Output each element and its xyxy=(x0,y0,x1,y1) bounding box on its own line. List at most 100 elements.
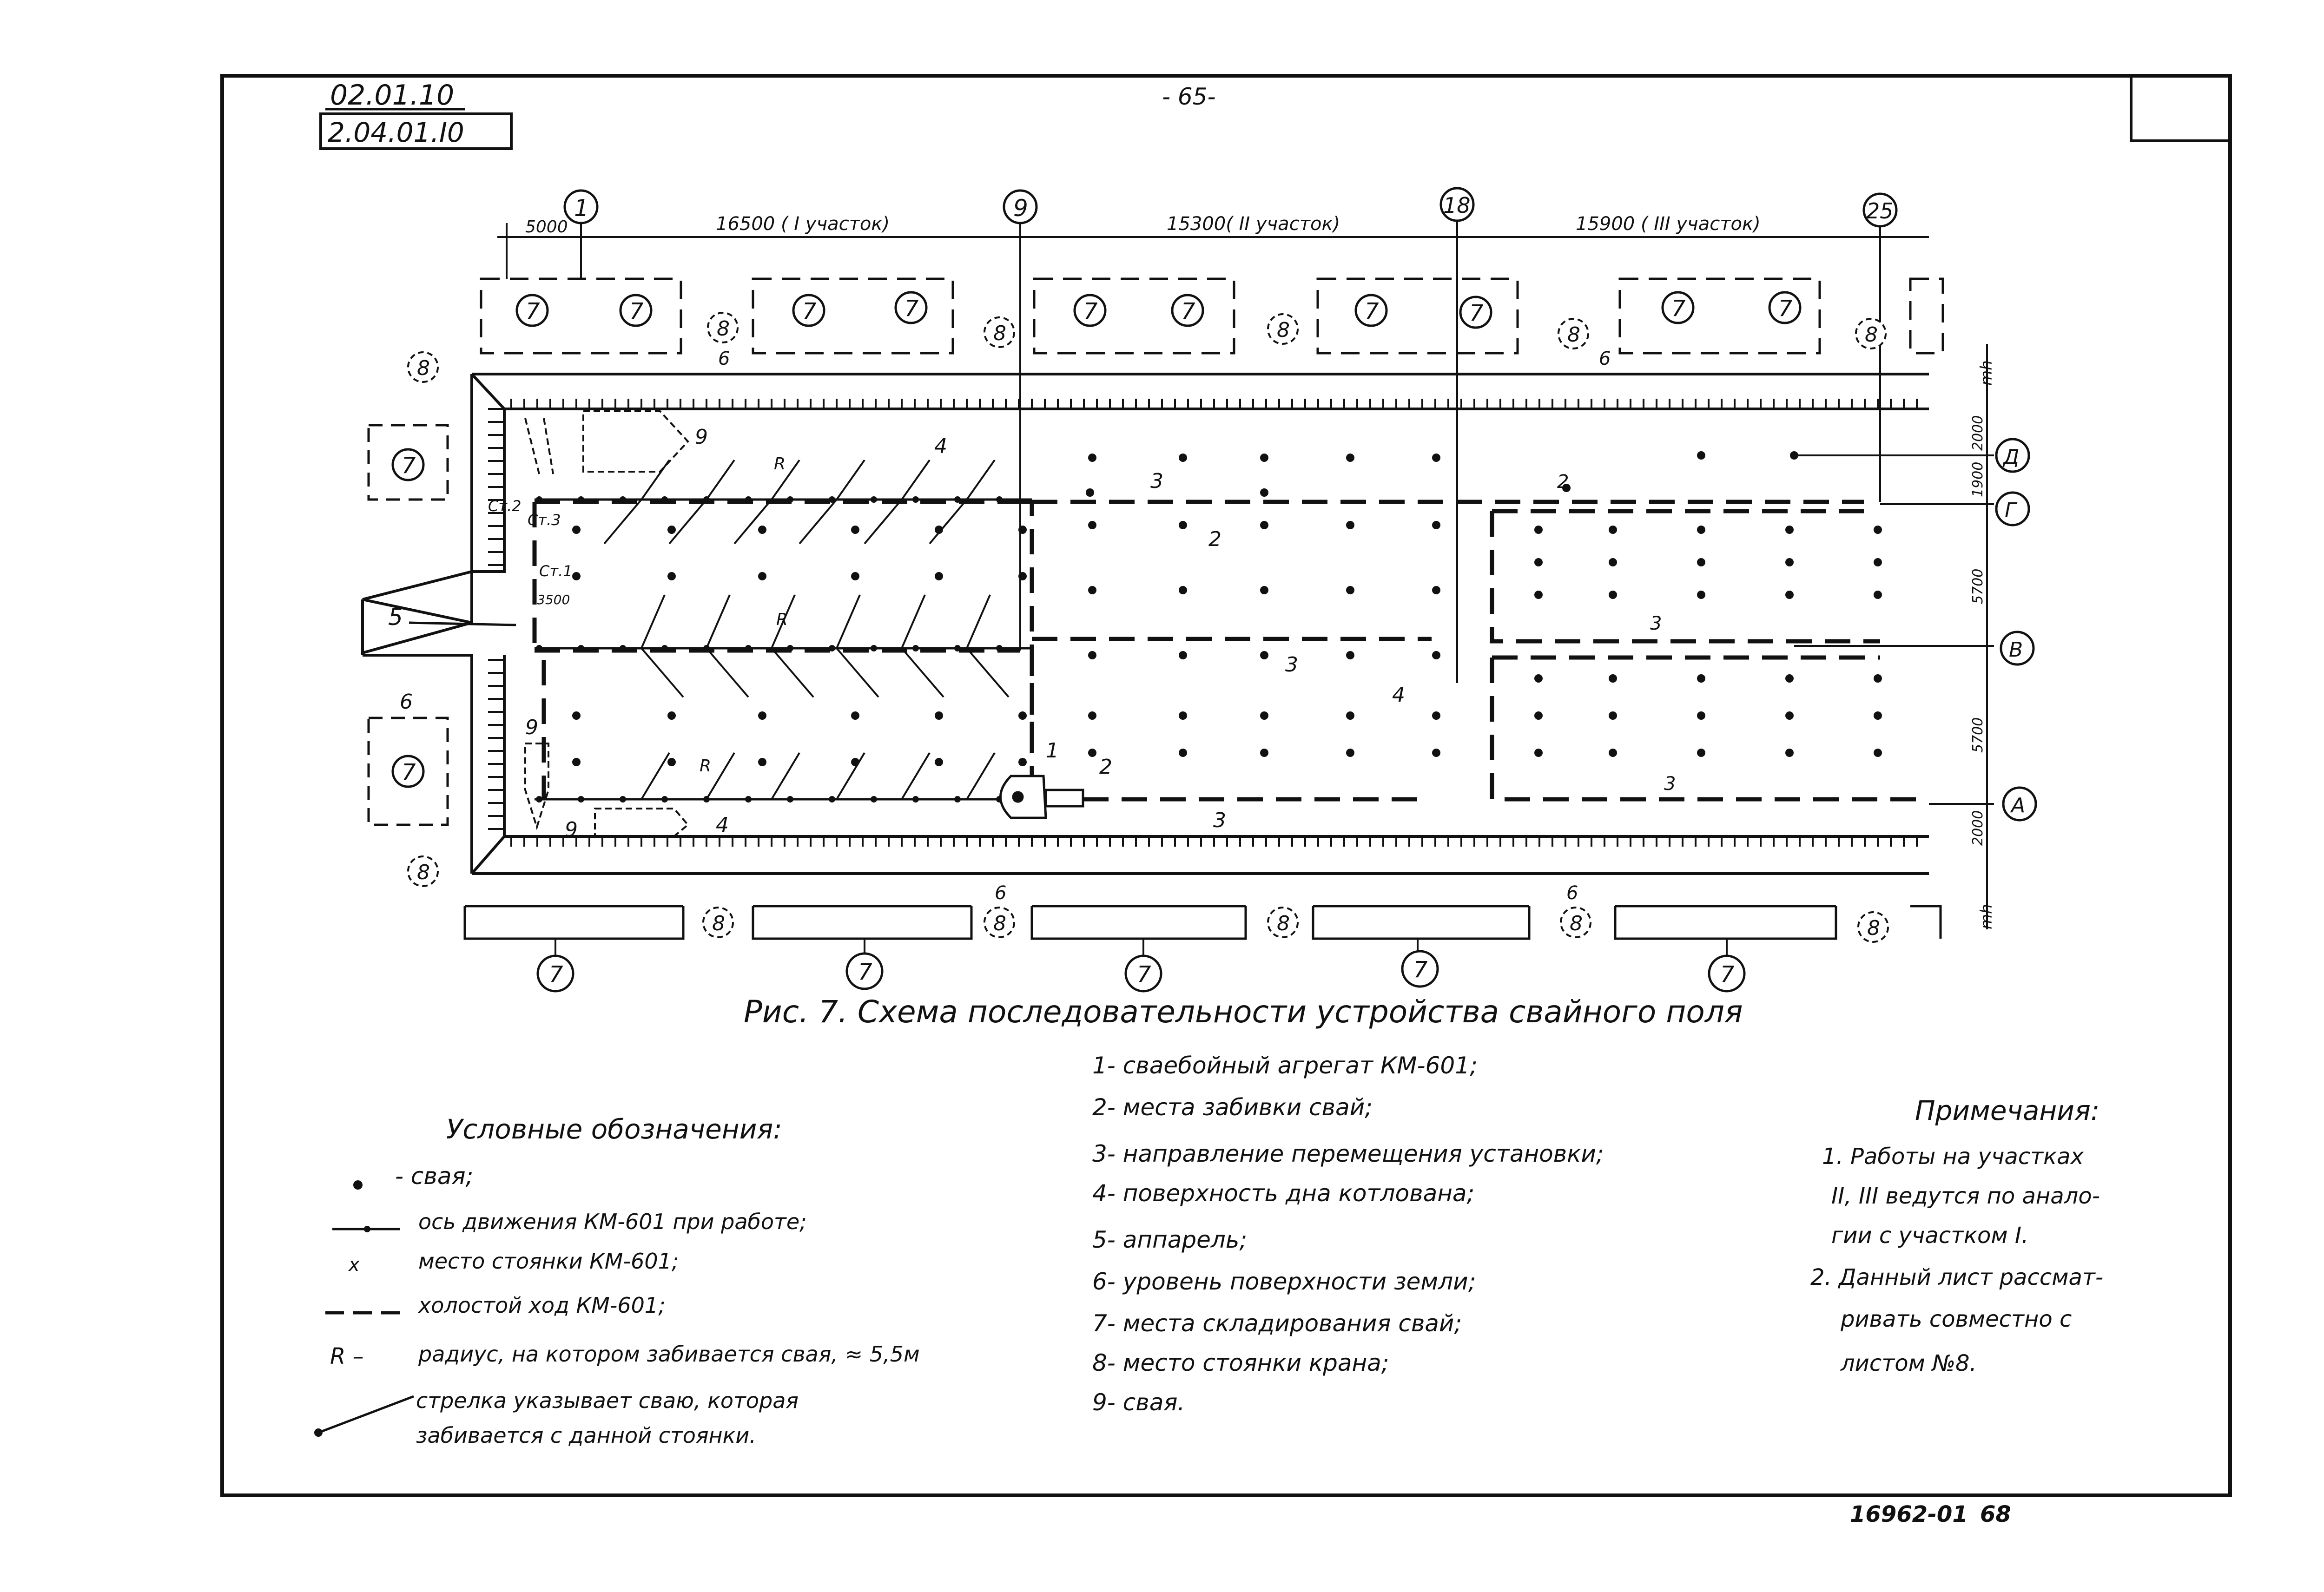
station-label-2: Ст.2 xyxy=(488,497,522,515)
sheet-frame xyxy=(220,74,2232,1497)
dim-section-3: 15900 ( III участок) xyxy=(1576,213,1761,235)
crane-markers-top: 8 8 8 8 8 8 8 xyxy=(407,312,1887,887)
stack-label: 7 xyxy=(905,296,919,322)
pile-dot xyxy=(620,645,626,651)
pile-arrow xyxy=(706,647,749,698)
pile-dot xyxy=(745,496,752,503)
pile-dot xyxy=(912,796,919,803)
pile-dot xyxy=(1874,674,1882,683)
pile-dot xyxy=(745,645,752,651)
radius-label-1: R xyxy=(774,454,786,474)
pile-dot xyxy=(1088,651,1096,659)
pile-dot xyxy=(1432,651,1440,659)
pile-dot xyxy=(851,526,859,534)
pile-dot xyxy=(1609,591,1617,599)
stack-label: 7 xyxy=(1365,298,1379,324)
stack-label: 7 xyxy=(526,298,540,324)
pile-dot xyxy=(1179,711,1187,720)
axis-label-v: В xyxy=(2009,638,2023,662)
pile-arrow xyxy=(836,594,861,649)
ramp-arrow xyxy=(409,621,516,626)
pile-dot xyxy=(787,496,793,503)
working-axis-lines xyxy=(535,498,1032,801)
radius-label-3: R xyxy=(700,757,711,776)
pile-arrow xyxy=(640,647,684,698)
page-number: - 65- xyxy=(1162,83,1216,110)
pile-dot xyxy=(1874,711,1882,720)
pile-dot xyxy=(1179,749,1187,757)
notes-title: Примечания: xyxy=(1915,1095,2100,1126)
right-axis-lines xyxy=(1794,344,1994,929)
stack-label: 7 xyxy=(1720,961,1735,987)
pile-arrow xyxy=(836,459,865,500)
pile-dot xyxy=(1785,526,1794,534)
right-dimensions: mh 2000 1900 5700 5700 2000 mh xyxy=(1970,360,1996,929)
pile-dot xyxy=(536,796,542,803)
pile-dot xyxy=(1260,749,1268,757)
pile-dot xyxy=(1179,521,1187,529)
pile-arrows xyxy=(603,459,1010,800)
pile-arrow xyxy=(733,499,772,545)
numbered-item-6: 6- уровень поверхности земли; xyxy=(1092,1268,1476,1295)
pile-dot xyxy=(745,796,752,803)
pile-label-left: 9 xyxy=(525,716,538,739)
left-pile-storage-areas: 7 7 xyxy=(367,424,449,826)
notes-line-3: гии с участком I. xyxy=(1831,1223,2028,1249)
pile-dot xyxy=(572,526,581,534)
legend-stand-symbol: x xyxy=(348,1254,360,1276)
pile-arrow xyxy=(706,752,735,800)
pile-dot xyxy=(1260,711,1268,720)
notes-line-2: II, III ведутся по анало- xyxy=(1831,1183,2100,1209)
legend-title: Условные обозначения: xyxy=(446,1113,782,1145)
pile-dot xyxy=(1874,749,1882,757)
crane-label: 8 xyxy=(712,912,725,935)
numbered-item-7: 7- места складирования свай; xyxy=(1092,1310,1462,1337)
ground-label-top-1: 6 xyxy=(718,348,730,369)
pile-bundles xyxy=(524,410,689,837)
movement-label-4: 3 xyxy=(1650,613,1662,634)
pile-dot xyxy=(667,526,676,534)
numbered-item-8: 8- место стоянки крана; xyxy=(1092,1349,1389,1376)
pile-dot xyxy=(912,496,919,503)
dim-2000-bottom: 2000 xyxy=(1970,810,1986,846)
pile-arrow xyxy=(966,459,996,500)
pile-arrow xyxy=(864,499,903,545)
pile-dot xyxy=(1260,521,1268,529)
legend-pile-symbol xyxy=(353,1180,363,1190)
top-stack-markers: 7 7 7 7 7 7 7 7 7 7 xyxy=(515,291,1802,329)
pile-dot xyxy=(661,796,668,803)
pile-dot xyxy=(851,572,859,580)
pile-arrow xyxy=(901,647,944,698)
pile-dots xyxy=(536,451,1882,803)
pile-dot xyxy=(1432,521,1440,529)
pile-dot xyxy=(829,496,835,503)
pile-dot xyxy=(1785,558,1794,566)
stack-label: 7 xyxy=(1181,298,1195,324)
dim-section-1: 16500 ( I участок) xyxy=(716,213,890,235)
slope-hatching xyxy=(488,399,1918,847)
pile-arrow xyxy=(706,459,735,500)
movement-label-5: 3 xyxy=(1664,773,1676,795)
pile-dot xyxy=(1346,521,1354,529)
pile-dot xyxy=(1697,451,1705,460)
pile-dot xyxy=(1346,711,1354,720)
pile-dot xyxy=(996,496,1003,503)
pile-dot xyxy=(661,496,668,503)
pit-bottom-label: 4 xyxy=(934,434,947,458)
axis-label-1: 1 xyxy=(574,195,589,222)
pile-dot xyxy=(1785,749,1794,757)
sheet-code-top: 02.01.10 xyxy=(330,79,454,112)
pile-dot xyxy=(1260,586,1268,594)
pile-dot xyxy=(1785,711,1794,720)
pile-dot xyxy=(1874,591,1882,599)
pile-dot xyxy=(935,758,943,766)
crane-label: 8 xyxy=(1277,912,1290,935)
pile-dot xyxy=(871,645,877,651)
crane-label: 8 xyxy=(1867,916,1880,940)
stack-label: 7 xyxy=(629,298,644,324)
pile-driving-unit xyxy=(999,775,1084,819)
axis-label-d: Д xyxy=(2002,445,2019,469)
top-dimension-chain xyxy=(497,204,1929,683)
pile-dot xyxy=(1088,586,1096,594)
